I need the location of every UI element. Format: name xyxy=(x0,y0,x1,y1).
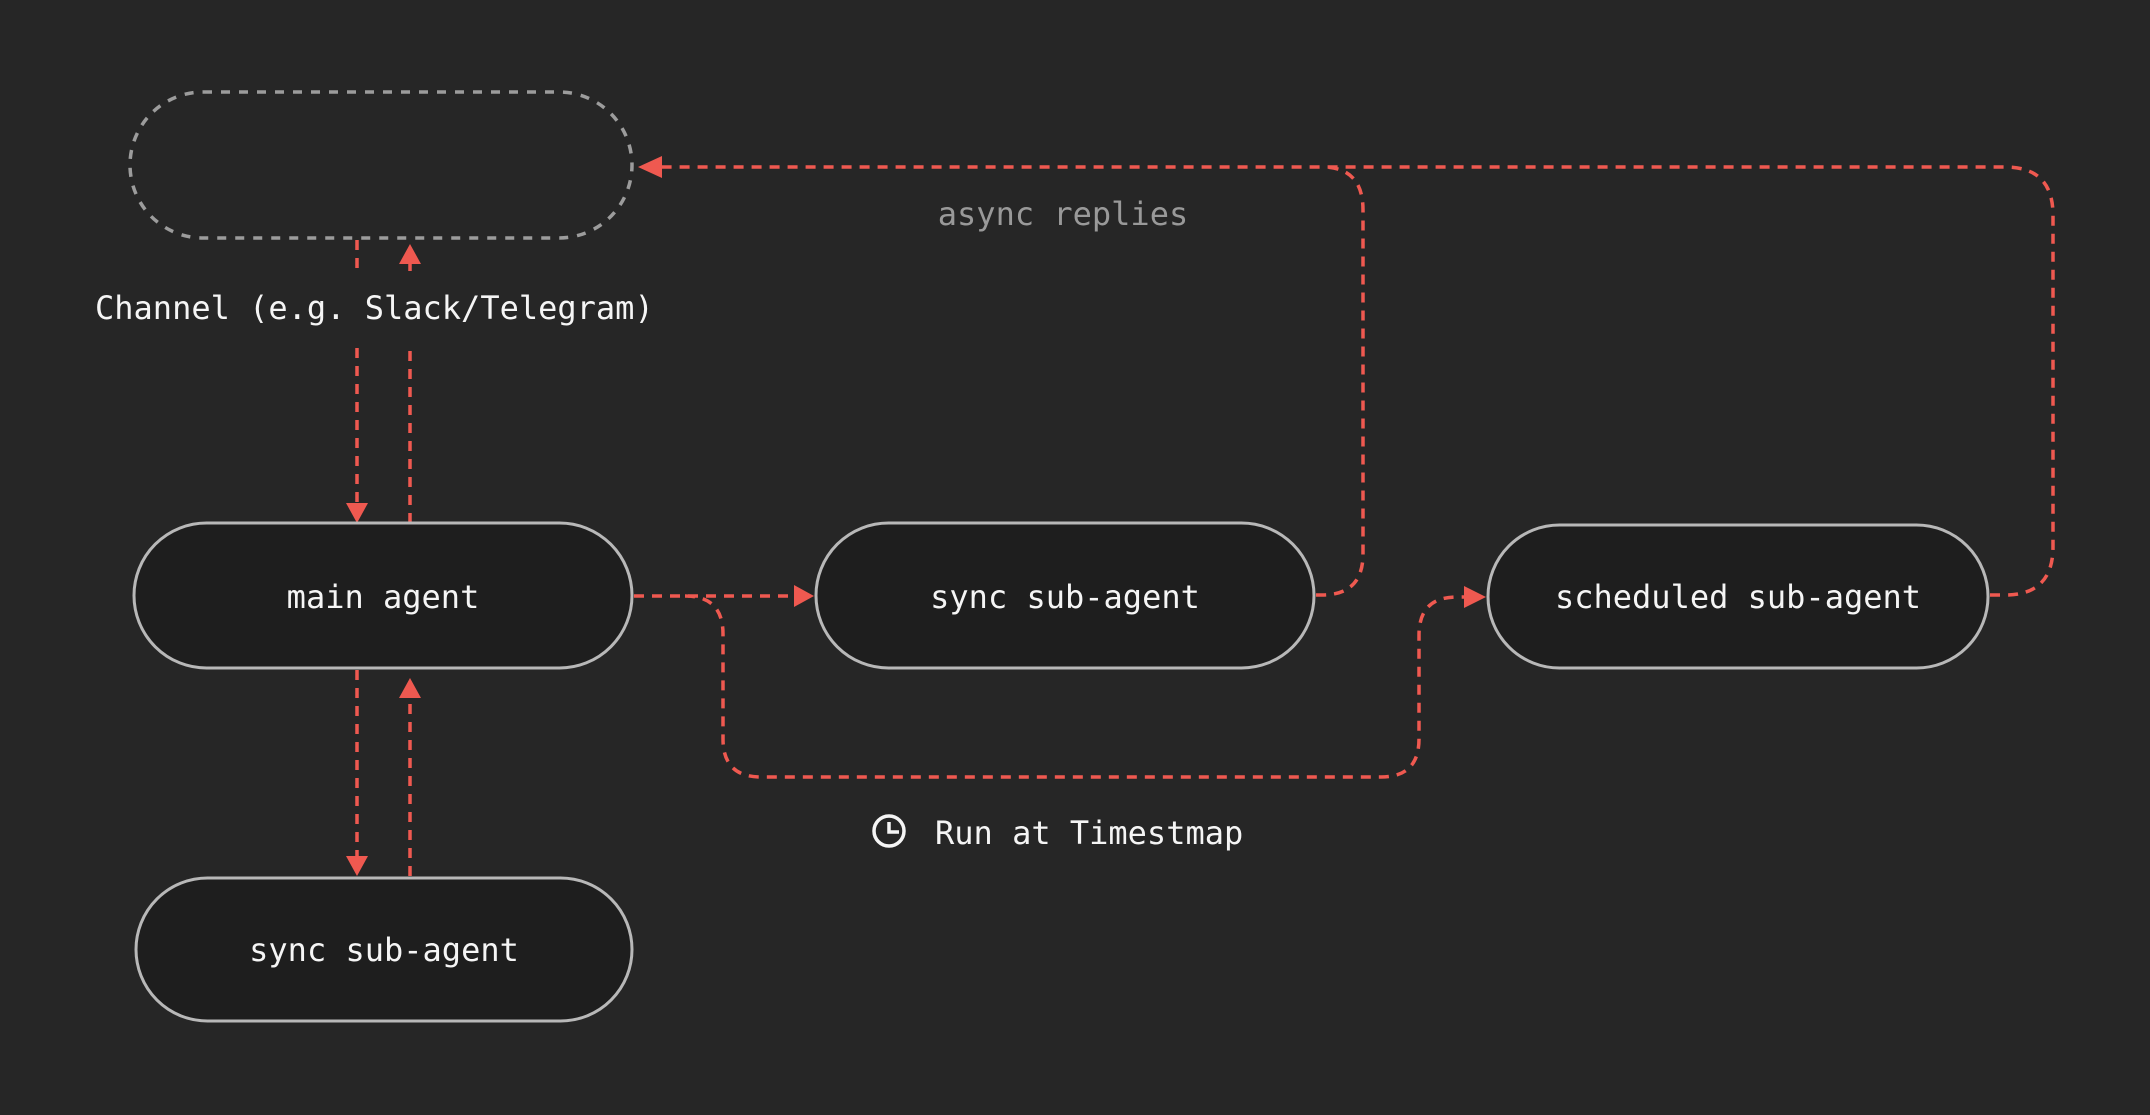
arrowhead-into-scheduled xyxy=(1464,586,1486,608)
run-at-timestamp-label: Run at Timestmap xyxy=(935,814,1243,852)
edge-main-to-scheduled xyxy=(684,594,1464,779)
scheduled-sub-agent-label: scheduled sub-agent xyxy=(1555,578,1921,616)
channel-caption: Channel (e.g. Slack/Telegram) xyxy=(95,289,654,327)
node-main-agent xyxy=(132,521,634,670)
node-sync-sub-agent-bottom xyxy=(134,876,634,1023)
sync-sub-agent-mid-label: sync sub-agent xyxy=(930,578,1200,616)
sync-sub-agent-bottom-label: sync sub-agent xyxy=(249,931,519,969)
edge-sync-to-async-line xyxy=(1316,165,1365,597)
node-channel xyxy=(128,90,634,240)
clock-icon xyxy=(872,814,906,848)
arrowhead-down-into-main xyxy=(346,503,368,523)
arrowhead-down-into-bottom-sync xyxy=(346,856,368,876)
arrowhead-up-into-channel xyxy=(399,244,421,264)
arrowhead-into-sync xyxy=(794,585,814,607)
channel-caption-mask xyxy=(85,272,675,344)
main-agent-label: main agent xyxy=(287,578,480,616)
arrowhead-left-into-channel xyxy=(638,156,662,178)
node-sync-sub-agent-mid xyxy=(814,521,1316,670)
node-scheduled-sub-agent xyxy=(1486,523,1990,670)
arrowhead-up-into-main xyxy=(399,678,421,698)
async-replies-label: async replies xyxy=(938,195,1188,233)
edge-scheduled-to-channel xyxy=(662,165,2055,597)
